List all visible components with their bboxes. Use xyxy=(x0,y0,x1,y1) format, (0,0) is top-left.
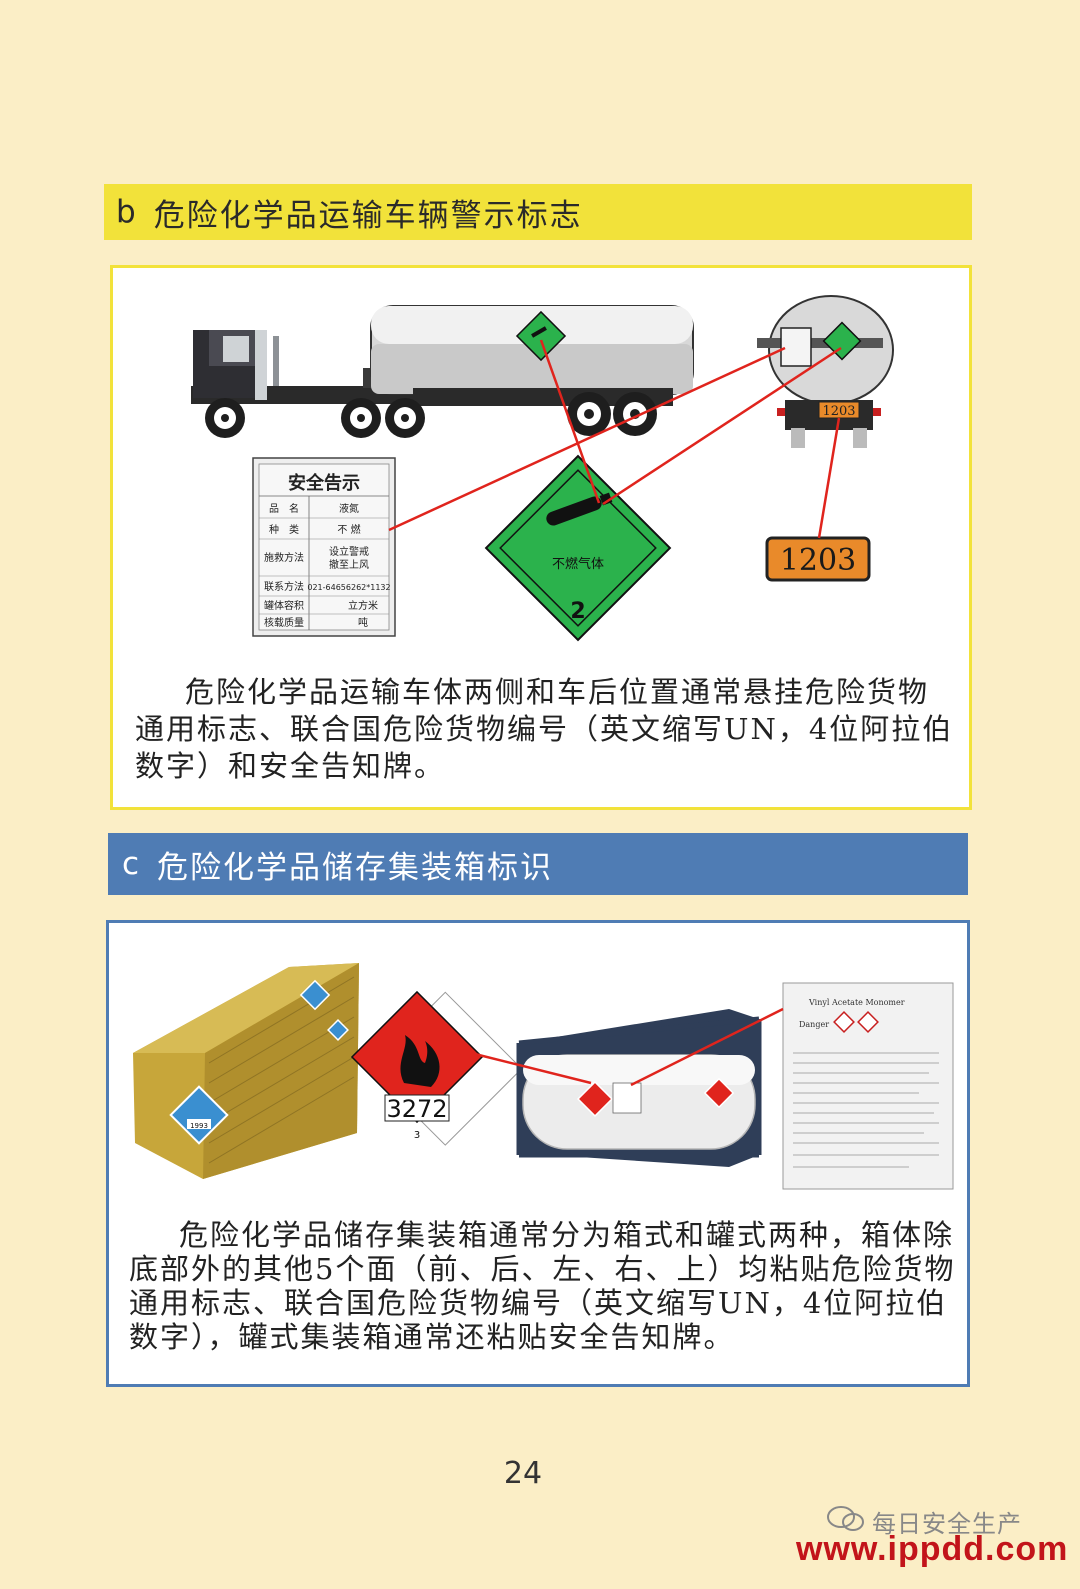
flammable-un-number: 3272 xyxy=(386,1095,447,1123)
section-b-header: b 危险化学品运输车辆警示标志 xyxy=(104,184,972,240)
diamond-label: 不燃气体 xyxy=(552,556,604,572)
notice-row-2-label: 种 类 xyxy=(269,523,299,536)
leader-lines-c xyxy=(470,1007,784,1087)
notice-row-6-label: 核载质量 xyxy=(264,616,304,629)
section-b-panel: 1203 安全告示 品 名 液氮 种 类 不 燃 施救方法 设立警戒 撤至上风 … xyxy=(110,265,972,810)
tank-label xyxy=(612,1082,642,1114)
tanker-truck-side xyxy=(191,305,694,438)
sds-title: Vinyl Acetate Monomer xyxy=(808,998,905,1007)
watermark: 每日安全生产 www.ippdd.com xyxy=(796,1500,1076,1580)
notice-board-title: 安全告示 xyxy=(288,472,360,494)
box-container: 1993 xyxy=(133,963,359,1179)
un-number-text: 1203 xyxy=(780,543,856,578)
section-c-paragraph: 危险化学品储存集装箱通常分为箱式和罐式两种，箱体除底部外的其他5个面（前、后、左… xyxy=(129,1218,956,1354)
sds-pictogram-flame xyxy=(833,1011,855,1033)
watermark-url: www.ippdd.com xyxy=(796,1530,1069,1568)
watermark-brand: 每日安全生产 xyxy=(872,1510,1022,1538)
truck-rear-hazard-diamond xyxy=(822,321,862,361)
flame-icon xyxy=(400,1035,440,1087)
container-placard-number: 1993 xyxy=(190,1122,208,1130)
flammable-liquid-diamond: 3272 3 xyxy=(350,990,523,1146)
notice-row-6-value: 吨 xyxy=(358,616,368,629)
tanker-truck-rear: 1203 xyxy=(757,295,894,448)
sds-pictogram-exclamation xyxy=(857,1011,879,1033)
wechat-icon xyxy=(827,1506,864,1531)
section-c-letter: c xyxy=(122,846,142,882)
section-b-letter: b xyxy=(116,194,138,230)
leader-lines-b xyxy=(388,339,842,539)
section-c-title: 危险化学品储存集装箱标识 xyxy=(157,849,554,886)
section-b-title: 危险化学品运输车辆警示标志 xyxy=(153,197,583,234)
un-number-plate: 1203 xyxy=(765,536,871,582)
transport-vehicle-illustration: 1203 安全告示 品 名 液氮 种 类 不 燃 施救方法 设立警戒 撤至上风 … xyxy=(191,295,894,642)
notice-row-5-label: 罐体容积 xyxy=(264,599,304,612)
safety-data-sheet: Vinyl Acetate Monomer Danger xyxy=(782,982,954,1190)
rear-un-plate-text: 1203 xyxy=(822,404,855,419)
tank-container xyxy=(516,1009,762,1167)
section-c-panel: 1993 3272 3 xyxy=(106,920,970,1387)
sds-danger: Danger xyxy=(799,1020,829,1029)
rear-notice-board xyxy=(780,327,812,367)
notice-row-4-value: 021-64656262*1132 xyxy=(307,583,390,592)
container-hazard-diamond: 1993 xyxy=(169,1085,229,1145)
svg-text:设立警戒: 设立警戒 xyxy=(329,545,369,558)
notice-row-3-label: 施救方法 xyxy=(264,551,304,564)
page-number: 24 xyxy=(503,1456,543,1491)
flammable-class-number: 3 xyxy=(414,1130,420,1141)
container-illustrations: 1993 3272 3 xyxy=(133,963,954,1190)
notice-row-1-value: 液氮 xyxy=(339,502,359,515)
section-b-paragraph: 危险化学品运输车体两侧和车后位置通常悬挂危险货物通用标志、联合国危险货物编号（英… xyxy=(135,675,954,783)
truck-side-hazard-diamond xyxy=(515,310,567,362)
notice-row-2-value: 不 燃 xyxy=(337,523,360,536)
tank-hazard-diamond xyxy=(576,1080,614,1118)
svg-text:撤至上风: 撤至上风 xyxy=(329,558,369,571)
gas-cylinder-icon xyxy=(546,492,613,526)
diamond-class-number: 2 xyxy=(570,599,585,624)
notice-row-4-label: 联系方法 xyxy=(264,580,304,593)
notice-row-1-label: 品 名 xyxy=(269,502,299,515)
section-c-header: c 危险化学品储存集装箱标识 xyxy=(108,833,968,895)
notice-row-5-value: 立方米 xyxy=(348,599,378,612)
safety-notice-board: 安全告示 品 名 液氮 种 类 不 燃 施救方法 设立警戒 撤至上风 联系方法 … xyxy=(252,457,396,637)
non-flammable-gas-diamond: 不燃气体 2 xyxy=(484,454,672,642)
